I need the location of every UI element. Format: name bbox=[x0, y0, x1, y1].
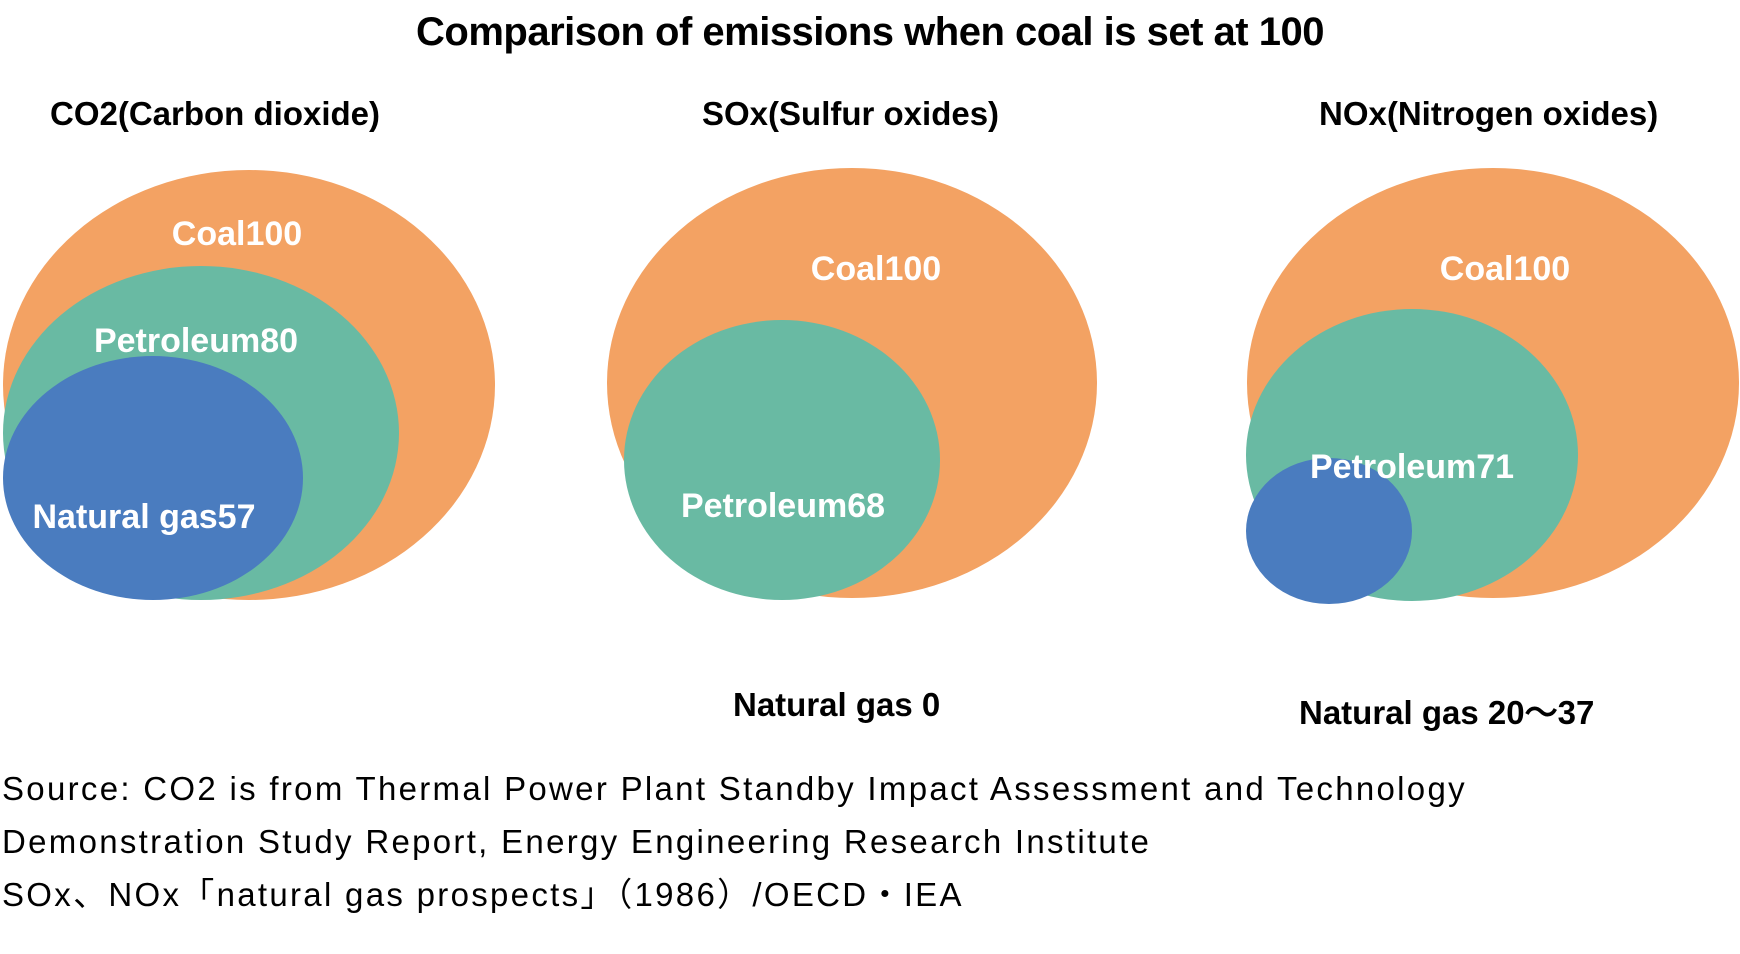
source-line-1: Source: CO2 is from Thermal Power Plant … bbox=[2, 770, 1467, 807]
co2-gas-circle bbox=[3, 356, 303, 600]
nox-gas-label: Natural gas 20～37 bbox=[1299, 694, 1595, 731]
sox-coal-label: Coal100 bbox=[811, 250, 941, 288]
panel-title-co2: CO2(Carbon dioxide) bbox=[50, 95, 381, 132]
co2-panel: Coal100 Petroleum80 Natural gas57 bbox=[3, 170, 495, 600]
co2-gas-label: Natural gas57 bbox=[33, 498, 256, 536]
source-line-3: SOx、NOx「natural gas prospects」（1986）/OEC… bbox=[2, 876, 964, 913]
sox-panel: Coal100 Petroleum68 bbox=[607, 168, 1097, 600]
panel-title-nox: NOx(Nitrogen oxides) bbox=[1319, 95, 1659, 132]
nox-coal-label: Coal100 bbox=[1440, 250, 1570, 288]
co2-coal-label: Coal100 bbox=[172, 215, 302, 253]
co2-petroleum-label: Petroleum80 bbox=[94, 322, 298, 360]
nox-gas-circle bbox=[1246, 458, 1412, 604]
source-note: Source: CO2 is from Thermal Power Plant … bbox=[2, 762, 1467, 921]
source-line-2: Demonstration Study Report, Energy Engin… bbox=[2, 823, 1152, 860]
panel-title-sox: SOx(Sulfur oxides) bbox=[702, 95, 1000, 132]
sox-gas-label: Natural gas 0 bbox=[733, 686, 941, 723]
sox-petroleum-label: Petroleum68 bbox=[681, 487, 885, 525]
chart-title: Comparison of emissions when coal is set… bbox=[416, 10, 1324, 54]
nox-petroleum-label: Petroleum71 bbox=[1310, 448, 1514, 486]
nox-panel: Coal100 Petroleum71 bbox=[1246, 168, 1739, 604]
sox-petroleum-circle bbox=[624, 320, 940, 600]
